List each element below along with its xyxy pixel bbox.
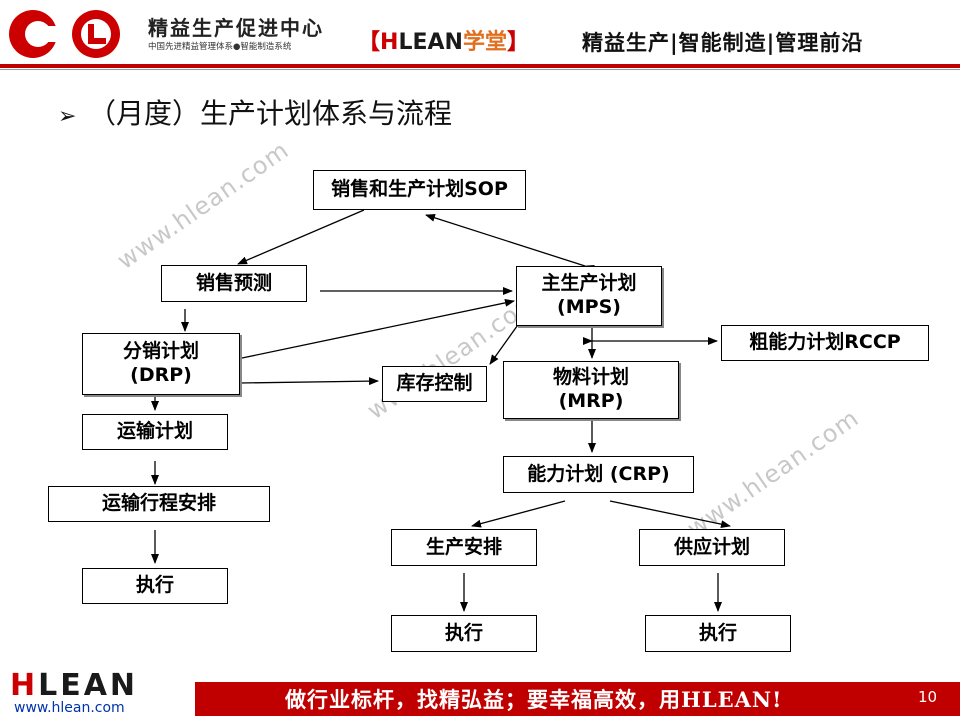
node-execute-right: 执行 [645, 615, 791, 652]
arrow-crp-supply [609, 500, 731, 529]
header-tagline: 精益生产|智能制造|管理前沿 [582, 31, 864, 55]
node-rccp: 粗能力计划RCCP [721, 325, 929, 361]
logo-icon [9, 10, 120, 58]
bullet-arrow-icon: ➢ [58, 104, 77, 129]
header-divider-thin [0, 69, 960, 70]
node-supply-plan: 供应计划 [639, 529, 785, 566]
footer-slogan: 做行业标杆，找精弘益；要幸福高效，用HLEAN! [285, 687, 783, 712]
arrow-mps-inventory [489, 321, 521, 365]
node-crp: 能力计划 (CRP) [503, 456, 694, 493]
node-transport-schedule: 运输行程安排 [48, 486, 270, 522]
footer-logo: HLEAN [10, 668, 139, 703]
arrow-sop-forecast [237, 209, 365, 265]
footer-url[interactable]: www.hlean.com [14, 700, 125, 716]
arrow-drp-mps [241, 298, 515, 359]
slide-title-text: （月度）生产计划体系与流程 [88, 97, 453, 130]
brand-label: 【HLEAN学堂】 [358, 30, 529, 55]
node-transport-plan: 运输计划 [82, 414, 228, 450]
arrow-crp-prod [471, 500, 566, 528]
page-number: 10 [918, 688, 938, 706]
arrow-sop-mps [425, 213, 595, 273]
node-production-schedule: 生产安排 [391, 529, 537, 566]
slide-header: 精益生产促进中心 中国先进精益管理体系●智能制造系统 【HLEAN学堂】 精益生… [0, 0, 960, 70]
arrow-drp-inventory [239, 377, 379, 386]
node-sop: 销售和生产计划SOP [313, 170, 526, 210]
footer-bar [195, 682, 960, 716]
node-drp: 分销计划 (DRP) [82, 333, 240, 395]
logo-name: 精益生产促进中心 [148, 16, 324, 40]
header-divider [0, 64, 960, 68]
node-mps: 主生产计划 (MPS) [516, 266, 662, 326]
node-inventory-control: 库存控制 [382, 366, 487, 402]
node-mrp: 物料计划 (MRP) [503, 361, 679, 419]
logo-subtitle: 中国先进精益管理体系●智能制造系统 [148, 42, 292, 52]
node-execute-left: 执行 [82, 568, 228, 604]
node-execute-middle: 执行 [391, 615, 537, 652]
node-sales-forecast: 销售预测 [161, 265, 307, 302]
slide-title: ➢ （月度）生产计划体系与流程 [58, 92, 452, 132]
